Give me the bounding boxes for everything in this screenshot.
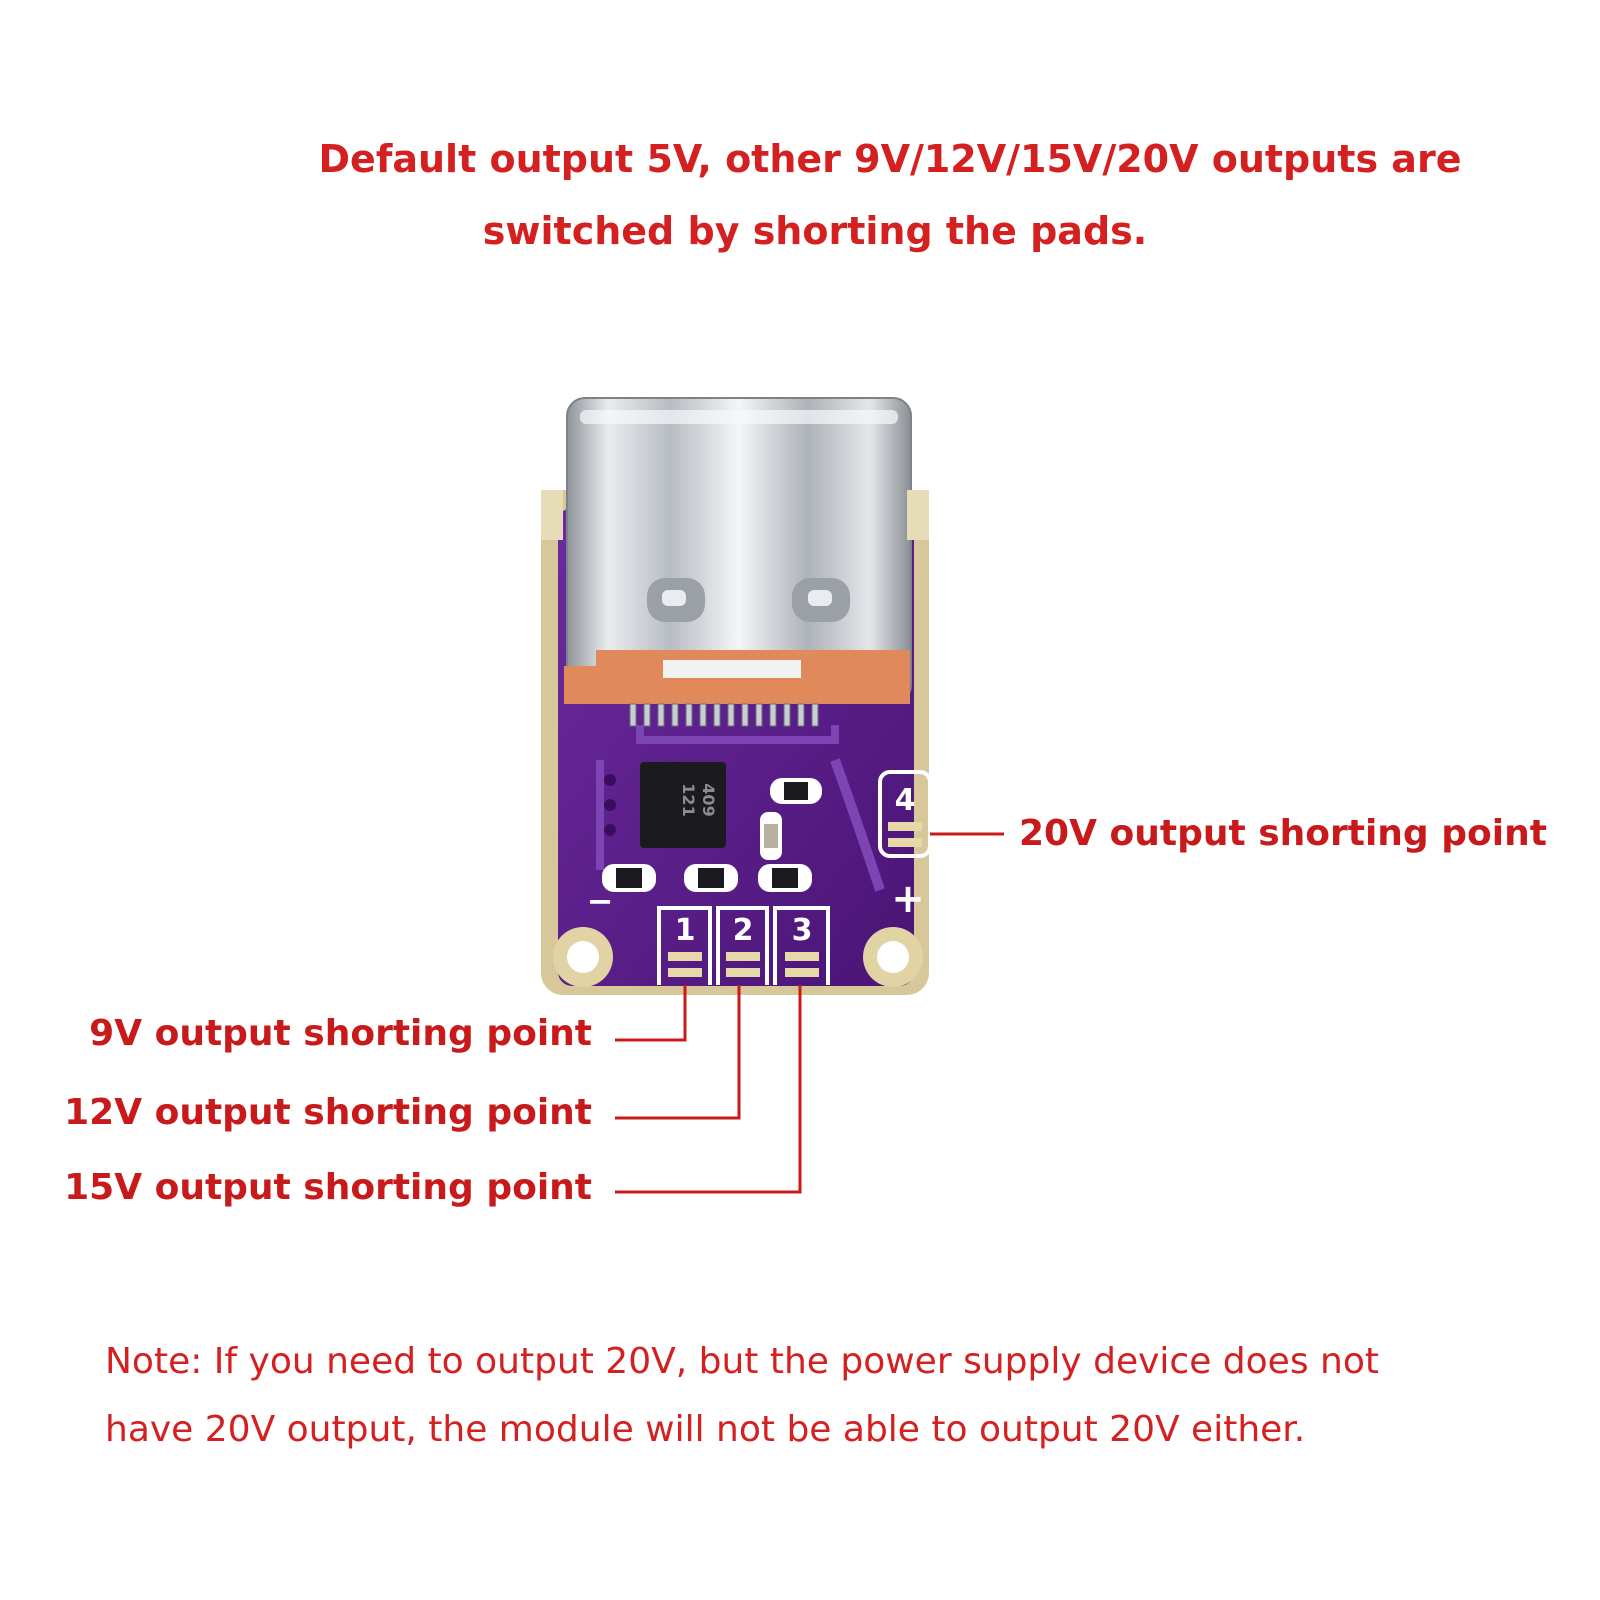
- note-line-2: have 20V output, the module will not be …: [105, 1409, 1306, 1450]
- note-line-1: Note: If you need to output 20V, but the…: [105, 1341, 1379, 1382]
- callout-20v: 20V output shorting point: [1019, 813, 1547, 854]
- headline-line-1: Default output 5V, other 9V/12V/15V/20V …: [318, 137, 1462, 181]
- mounting-hole-right: [863, 927, 923, 987]
- pad-frame-2: [716, 906, 769, 985]
- callout-9v: 9V output shorting point: [89, 1013, 592, 1054]
- pad-number-4: 4: [895, 783, 916, 818]
- pcb-trace: [830, 758, 885, 892]
- mounting-hole-left: [553, 927, 613, 987]
- pad-frame-4: [878, 770, 932, 858]
- smd-components: [602, 774, 822, 892]
- minus-marking: −: [587, 882, 614, 920]
- leader-line-15v: [615, 985, 802, 1194]
- pad-frame-1: [657, 906, 712, 985]
- pad-frame-3: [773, 906, 830, 985]
- chip-marking-2: 409: [699, 783, 718, 816]
- leader-line-12v: [615, 985, 741, 1120]
- connector-pins: [629, 703, 819, 727]
- callout-15v: 15V output shorting point: [64, 1167, 592, 1208]
- chip-marking-1: 121: [679, 783, 698, 816]
- pad-number-3: 3: [792, 913, 813, 948]
- pcb-trace: [636, 725, 839, 744]
- pad-number-2: 2: [733, 913, 754, 948]
- controller-chip: 121 409: [640, 762, 726, 848]
- headline-line-2: switched by shorting the pads.: [482, 209, 1148, 253]
- pad-number-1: 1: [675, 913, 696, 948]
- callout-12v: 12V output shorting point: [64, 1092, 592, 1133]
- leader-line-9v: [615, 985, 687, 1042]
- plus-marking: +: [891, 876, 925, 922]
